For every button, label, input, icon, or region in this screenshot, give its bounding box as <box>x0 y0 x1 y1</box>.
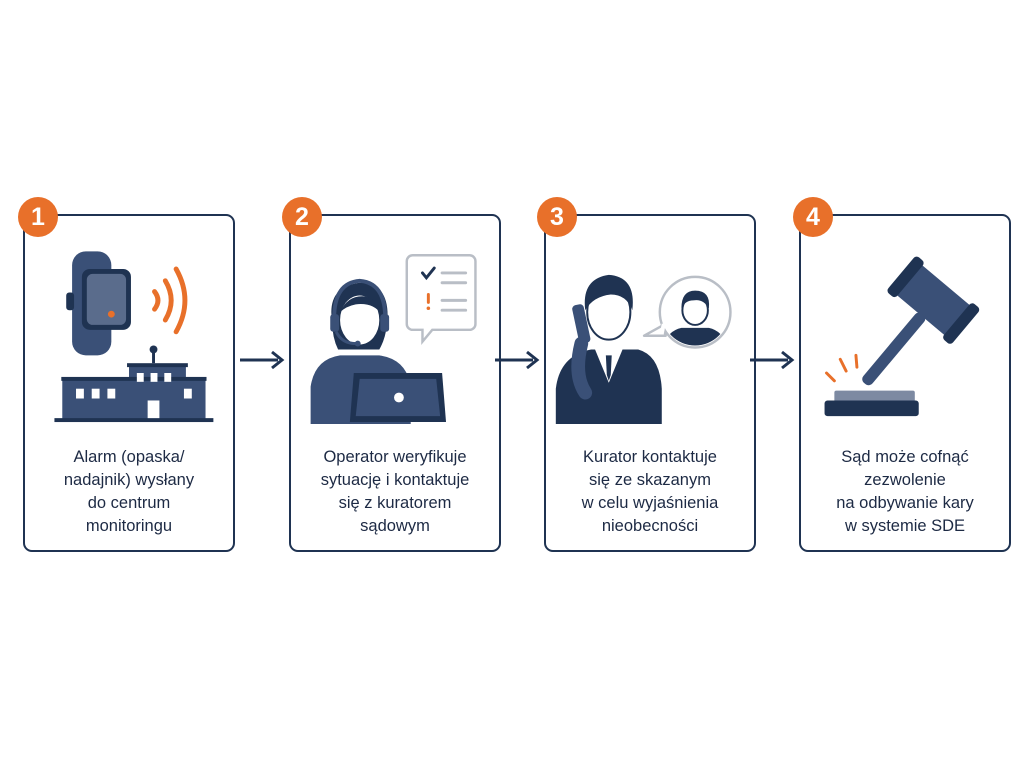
step-card-2: Operator weryfikuje sytuację i kontaktuj… <box>289 214 501 552</box>
step-caption: Alarm (opaska/ nadajnik) wysłany do cent… <box>63 448 195 535</box>
step-card-1: Alarm (opaska/ nadajnik) wysłany do cent… <box>23 214 235 552</box>
arrow-right-icon <box>495 350 540 370</box>
step-card-4: Sąd może cofnąć zezwolenie na odbywanie … <box>799 214 1011 552</box>
step-number-badge: 4 <box>793 197 833 237</box>
step-caption: Sąd może cofnąć zezwolenie na odbywanie … <box>836 448 974 535</box>
operator-headset-laptop-icon <box>310 254 477 425</box>
step-caption: Operator weryfikuje sytuację i kontaktuj… <box>320 448 470 535</box>
arrow-right-icon <box>240 350 285 370</box>
step-number-badge: 1 <box>18 197 58 237</box>
gavel-icon <box>824 256 980 417</box>
probation-officer-phone-call-icon <box>555 274 732 425</box>
step-number-badge: 3 <box>537 197 577 237</box>
wristband-transmitter-monitoring-center-icon <box>54 251 214 423</box>
step-card-3: Kurator kontaktuje się ze skazanym w cel… <box>544 214 756 552</box>
arrow-right-icon <box>750 350 795 370</box>
step-caption: Kurator kontaktuje się ze skazanym w cel… <box>581 448 719 535</box>
step-number-badge: 2 <box>282 197 322 237</box>
